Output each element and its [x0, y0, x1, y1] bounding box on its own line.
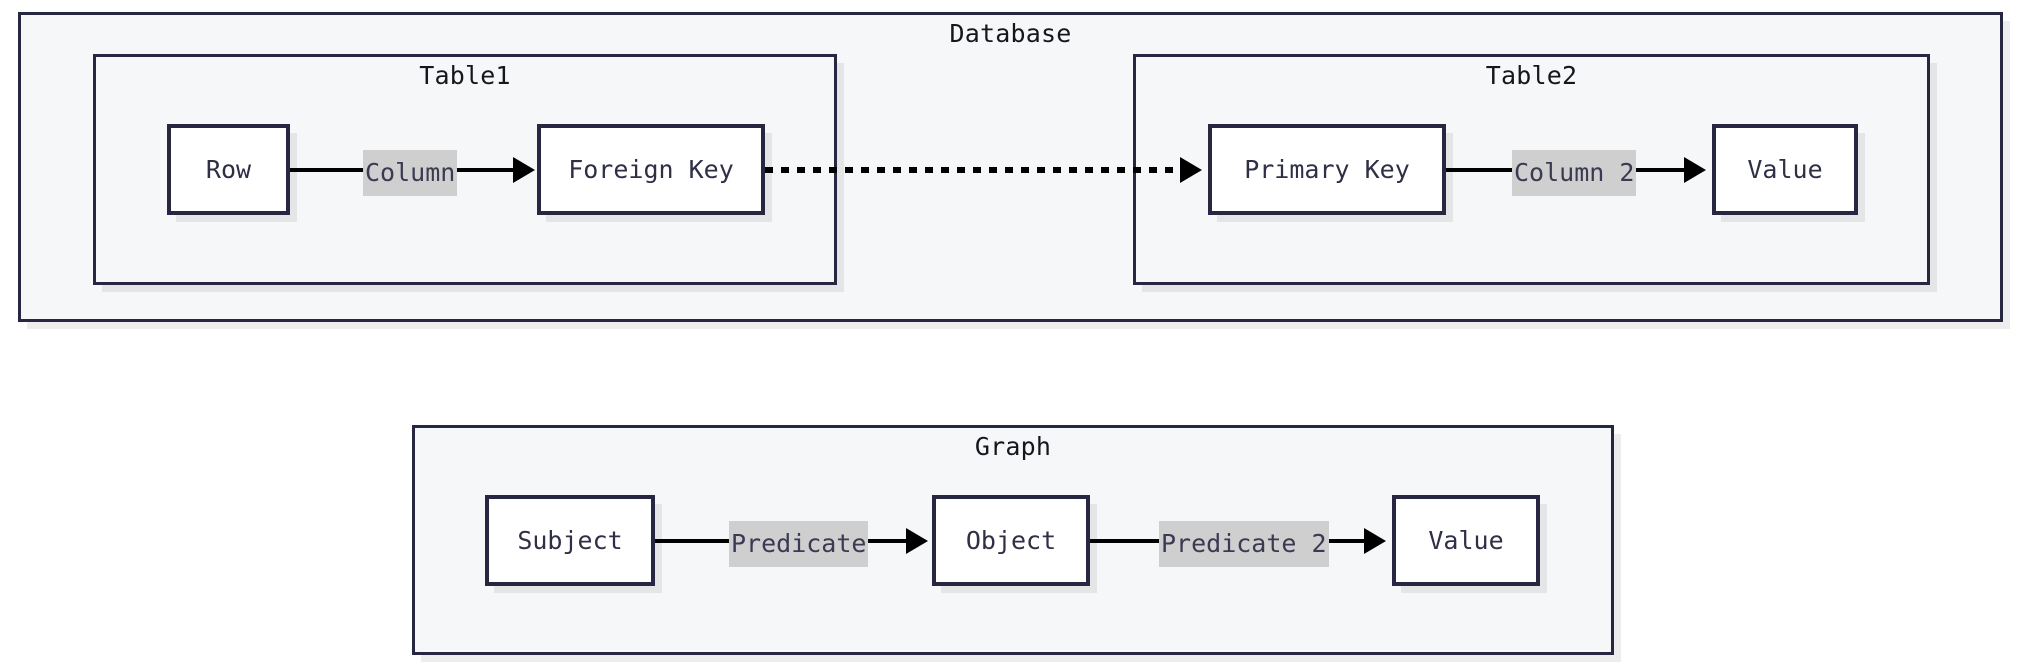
edge-foreignkey-primarykey-line: [765, 167, 1182, 173]
cluster-graph-label: Graph: [974, 432, 1052, 461]
node-foreign-key-label: Foreign Key: [568, 155, 734, 184]
edge-subject-object-arrow: [906, 528, 928, 554]
edge-row-foreignkey-arrow: [513, 157, 535, 183]
node-subject[interactable]: Subject: [485, 495, 655, 586]
edge-foreignkey-primarykey-arrow: [1180, 157, 1202, 183]
cluster-table1-label: Table1: [419, 61, 511, 90]
edge-primarykey-value-arrow: [1684, 157, 1706, 183]
edge-object-value-arrow: [1364, 528, 1386, 554]
node-subject-label: Subject: [517, 526, 623, 555]
node-object[interactable]: Object: [932, 495, 1090, 586]
edge-label-column2: Column 2: [1512, 150, 1637, 196]
node-primary-key-label: Primary Key: [1244, 155, 1410, 184]
node-value-database[interactable]: Value: [1712, 124, 1858, 215]
cluster-table2-label: Table2: [1485, 61, 1578, 90]
node-row[interactable]: Row: [167, 124, 290, 215]
edge-label-column: Column: [363, 150, 458, 196]
edge-label-predicate2: Predicate 2: [1159, 521, 1329, 567]
node-object-label: Object: [965, 526, 1057, 555]
node-primary-key[interactable]: Primary Key: [1208, 124, 1446, 215]
node-value-database-label: Value: [1747, 155, 1823, 184]
edge-label-predicate: Predicate: [729, 521, 869, 567]
cluster-database-label: Database: [949, 19, 1072, 48]
node-value-graph-label: Value: [1428, 526, 1504, 555]
node-foreign-key[interactable]: Foreign Key: [537, 124, 765, 215]
node-value-graph[interactable]: Value: [1392, 495, 1540, 586]
node-row-label: Row: [205, 155, 252, 184]
